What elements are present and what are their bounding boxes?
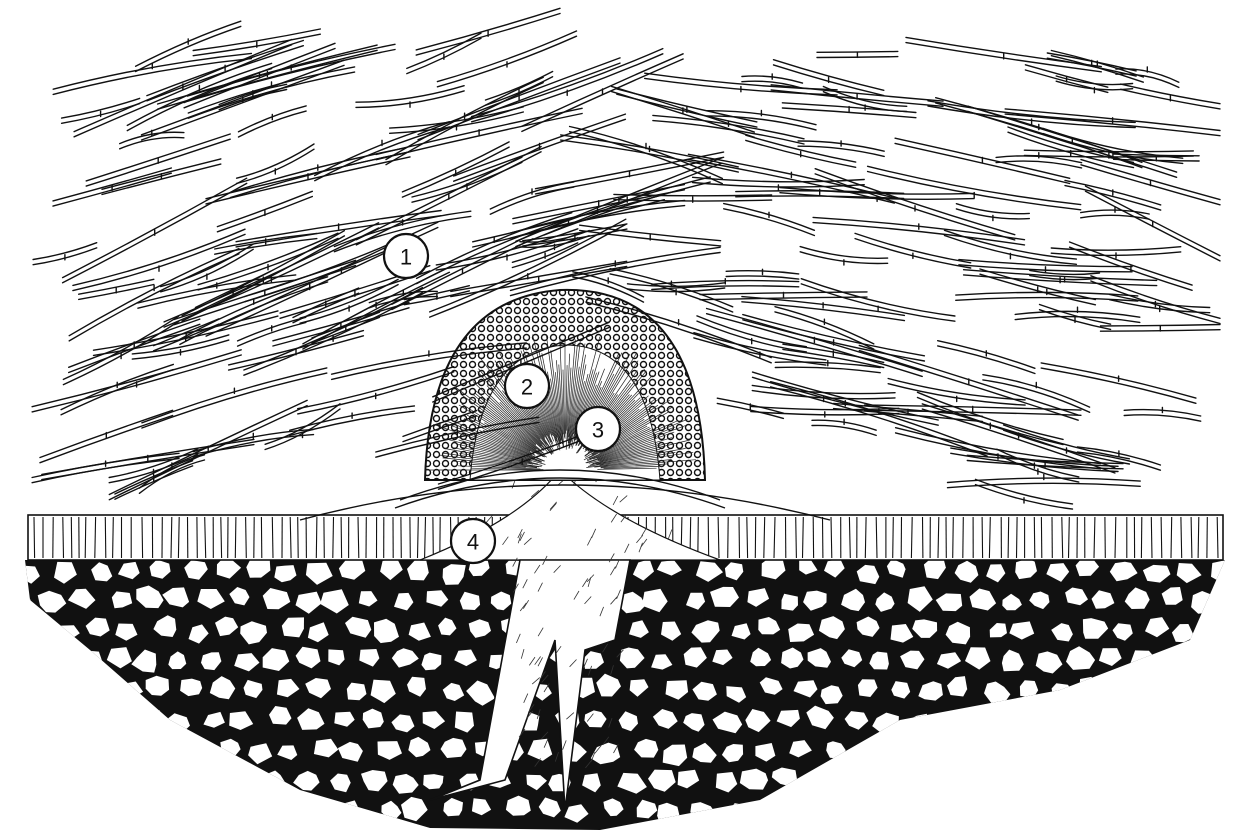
label-3: 3 [576, 407, 620, 451]
label-2: 2 [505, 364, 549, 408]
label-4: 4 [451, 519, 495, 563]
label-1-text: 1 [400, 245, 412, 270]
label-2-text: 2 [521, 375, 533, 400]
label-3-text: 3 [592, 418, 604, 443]
label-1: 1 [384, 234, 428, 278]
label-4-text: 4 [467, 530, 479, 555]
